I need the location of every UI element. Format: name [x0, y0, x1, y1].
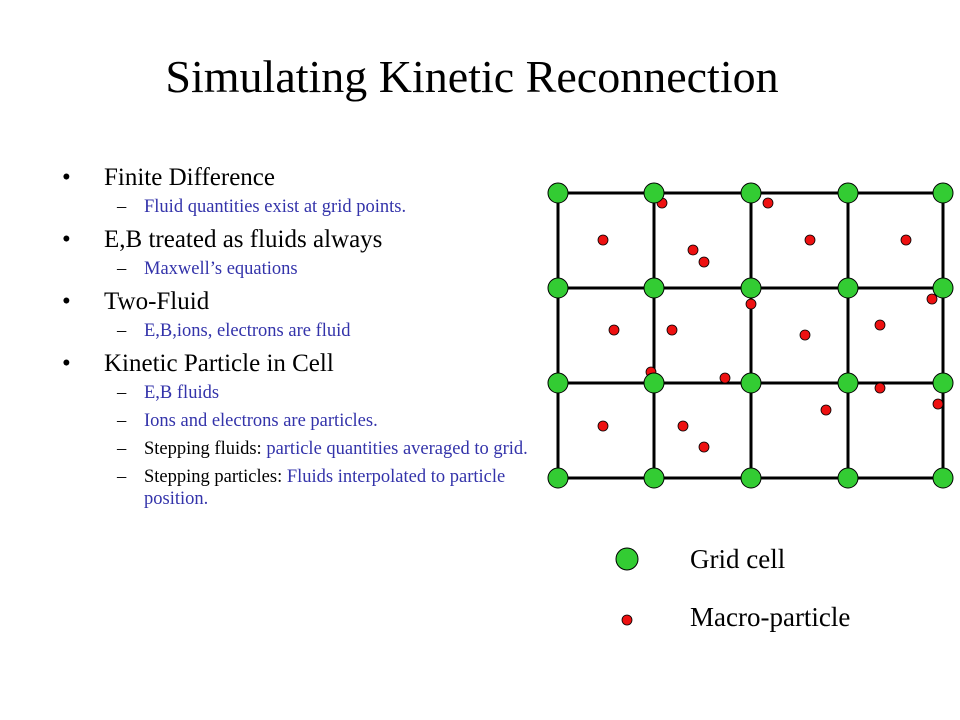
sub-item: –Maxwell’s equations: [117, 259, 298, 279]
bullet-text: Kinetic Particle in Cell: [104, 350, 334, 377]
pic-grid-diagram: [547, 182, 954, 489]
bullet-text: Two-Fluid: [104, 288, 210, 315]
sub-list: –E,B fluids –Ions and electrons are part…: [104, 382, 532, 510]
sub-text: particle quantities averaged to grid.: [266, 439, 528, 459]
macro-particles: [597, 197, 944, 453]
bullet-finite-difference: Finite Difference –Fluid quantities exis…: [62, 162, 532, 218]
bullet-list: Finite Difference –Fluid quantities exis…: [62, 156, 532, 516]
sub-list: –E,B,ions, electrons are fluid: [104, 320, 532, 342]
sub-text: Fluid quantities exist at grid points.: [144, 197, 407, 217]
sub-text: Ions and electrons are particles.: [144, 411, 378, 431]
bullet-text: Finite Difference: [104, 164, 275, 191]
bullet-text: E,B treated as fluids always: [104, 226, 383, 253]
grid-nodes: [547, 182, 954, 489]
sub-text: Fluids interpolated to particle position…: [144, 467, 506, 509]
sub-item: –Stepping fluids: particle quantities av…: [117, 439, 528, 459]
sub-text: Maxwell’s equations: [144, 259, 298, 279]
sub-item: –Stepping particles: Fluids interpolated…: [117, 467, 506, 509]
sub-text: E,B,ions, electrons are fluid: [144, 321, 351, 341]
bullet-eb-fluids: E,B treated as fluids always –Maxwell’s …: [62, 224, 532, 280]
sub-lead-text: Stepping particles:: [144, 467, 287, 487]
bullet-kinetic-pic: Kinetic Particle in Cell –E,B fluids –Io…: [62, 348, 532, 510]
sub-item: –E,B,ions, electrons are fluid: [117, 321, 351, 341]
sub-lead-text: Stepping fluids:: [144, 439, 267, 459]
grid-lines: [556, 191, 945, 480]
legend-particle-label: Macro-particle: [690, 602, 851, 632]
legend-grid-label: Grid cell: [690, 544, 786, 574]
sub-item: –E,B fluids: [117, 383, 220, 403]
sub-list: –Maxwell’s equations: [104, 258, 532, 280]
sub-item: –Fluid quantities exist at grid points.: [117, 197, 407, 217]
legend-particle: [621, 614, 633, 626]
legend-grid-node: [615, 547, 639, 571]
sub-list: –Fluid quantities exist at grid points.: [104, 196, 532, 218]
bullet-two-fluid: Two-Fluid –E,B,ions, electrons are fluid: [62, 286, 532, 342]
sub-text: E,B fluids: [144, 383, 220, 403]
sub-item: –Ions and electrons are particles.: [117, 411, 378, 431]
slide-title: Simulating Kinetic Reconnection: [165, 51, 779, 102]
